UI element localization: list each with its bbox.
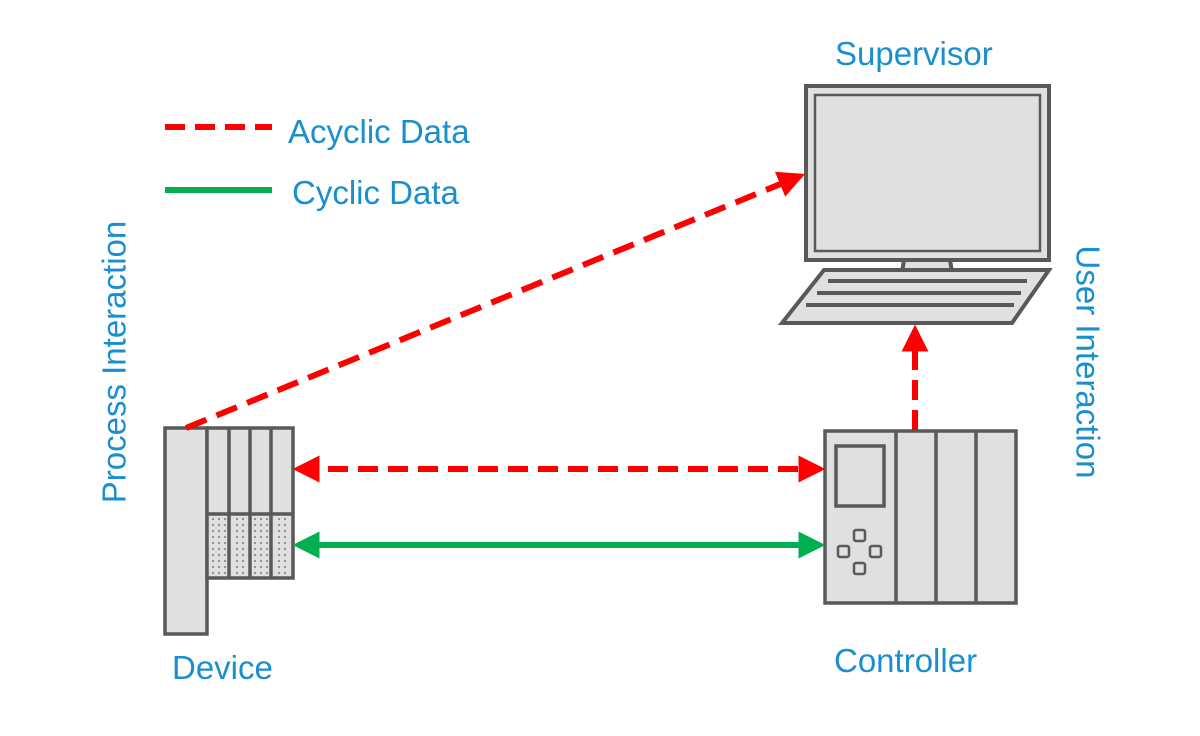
supervisor-label: Supervisor <box>835 35 993 72</box>
controller-label: Controller <box>834 642 978 679</box>
device-label: Device <box>172 649 273 686</box>
legend-acyclic-label: Acyclic Data <box>288 113 470 150</box>
legend-cyclic-label: Cyclic Data <box>292 174 459 211</box>
device-icon <box>163 426 295 636</box>
device-supervisor-acyclic-arrow <box>184 171 805 431</box>
supervisor-computer-icon <box>777 84 1053 325</box>
process-interaction-label: Process Interaction <box>95 220 133 504</box>
controller-icon <box>823 429 1018 605</box>
user-interaction-label: User Interaction <box>1069 245 1107 479</box>
